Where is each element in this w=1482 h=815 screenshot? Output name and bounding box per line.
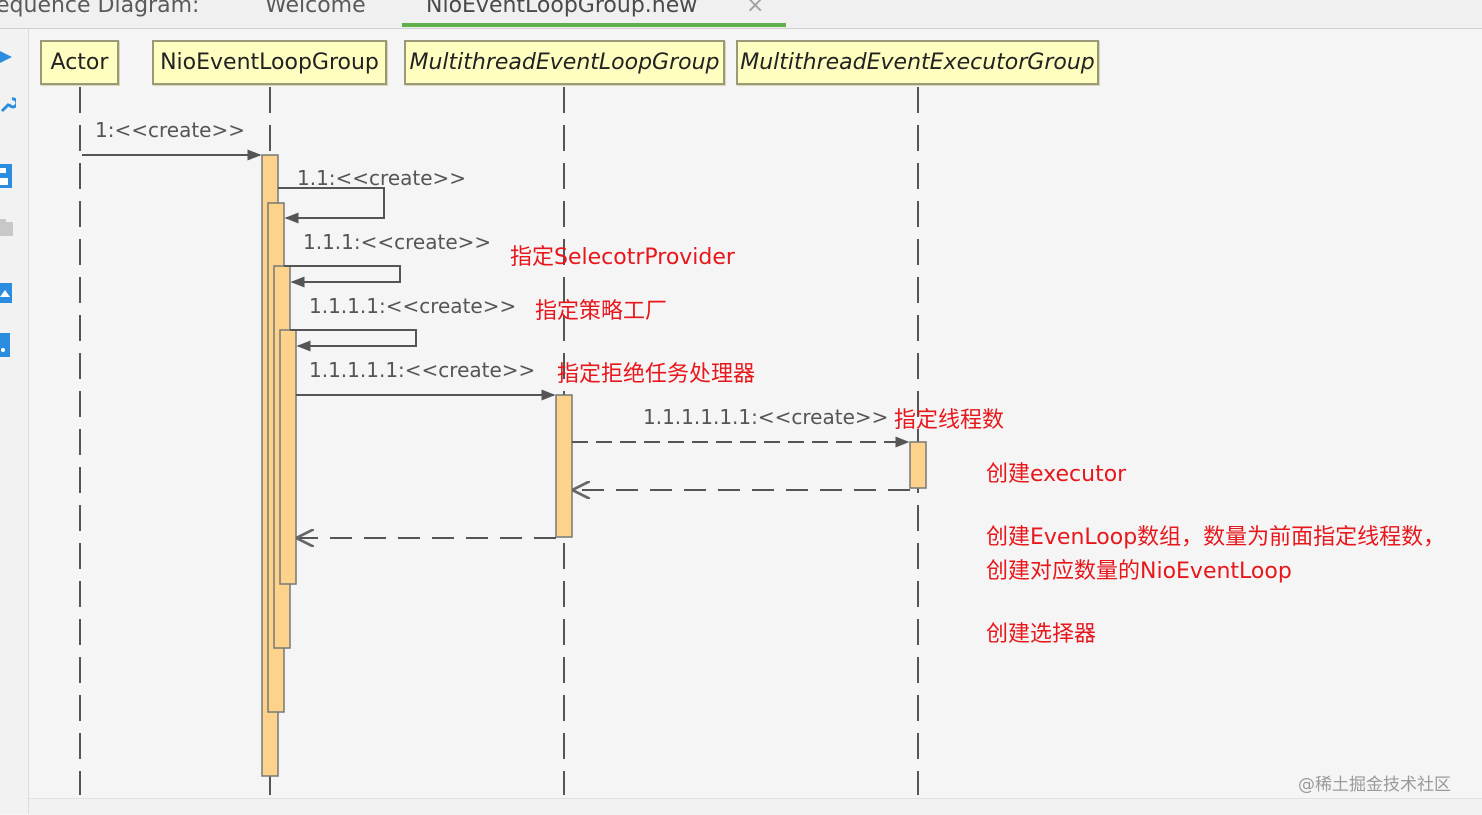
annotation-note: 创建对应数量的NioEventLoop	[986, 559, 1292, 584]
link-icon[interactable]	[0, 333, 14, 359]
annotation-note: 指定线程数	[894, 408, 1005, 433]
horizontal-scrollbar[interactable]	[29, 798, 1482, 815]
participant-multithreadeventloopgroup[interactable]: MultithreadEventLoopGroup	[404, 40, 725, 85]
annotation-note: 创建选择器	[986, 622, 1097, 647]
tab-welcome[interactable]: Welcome	[265, 0, 366, 18]
message-label: 1.1.1.1.1:<<create>>	[309, 358, 536, 382]
annotation-note: 指定拒绝任务处理器	[557, 362, 756, 387]
participant-actor[interactable]: Actor	[40, 40, 119, 85]
wrench-icon[interactable]	[0, 95, 16, 115]
diagram-toolbar	[0, 29, 29, 814]
activation-bar	[555, 394, 573, 538]
message-label: 1.1:<<create>>	[297, 166, 467, 190]
message-label: 1.1.1.1.1.1:<<create>>	[643, 405, 889, 429]
annotation-note: 指定策略工厂	[535, 299, 668, 324]
annotation-note: 创建EvenLoop数组，数量为前面指定线程数，	[986, 525, 1446, 550]
active-tab-indicator	[402, 23, 786, 27]
participant-multithreadeventexecutorgroup[interactable]: MultithreadEventExecutorGroup	[736, 40, 1099, 85]
annotation-note: 指定SelecotrProvider	[510, 245, 735, 270]
image-icon[interactable]	[0, 283, 14, 305]
participant-nioeventloopgroup[interactable]: NioEventLoopGroup	[152, 40, 387, 85]
watermark: @稀土掘金技术社区	[1298, 775, 1451, 795]
message-label: 1.1.1.1:<<create>>	[309, 294, 517, 318]
tab-close-icon[interactable]: ×	[746, 0, 765, 18]
editor-tab-bar: equence Diagram: Welcome NioEventLoopGro…	[0, 0, 1482, 29]
annotation-note: 创建executor	[986, 462, 1127, 487]
message-label: 1:<<create>>	[95, 118, 245, 142]
message-arrow	[284, 265, 401, 288]
play-icon[interactable]	[0, 47, 14, 67]
message-label: 1.1.1:<<create>>	[303, 230, 492, 254]
folder-icon[interactable]	[0, 217, 14, 239]
message-arrow	[278, 187, 385, 224]
tab-nioeventloopgroup[interactable]: NioEventLoopGroup.new	[426, 0, 698, 18]
save-icon[interactable]	[0, 163, 14, 189]
activation-bar	[909, 441, 927, 489]
message-arrow	[290, 329, 417, 352]
activation-bar	[279, 329, 297, 585]
tab-sequence-diagram[interactable]: equence Diagram:	[0, 0, 200, 18]
